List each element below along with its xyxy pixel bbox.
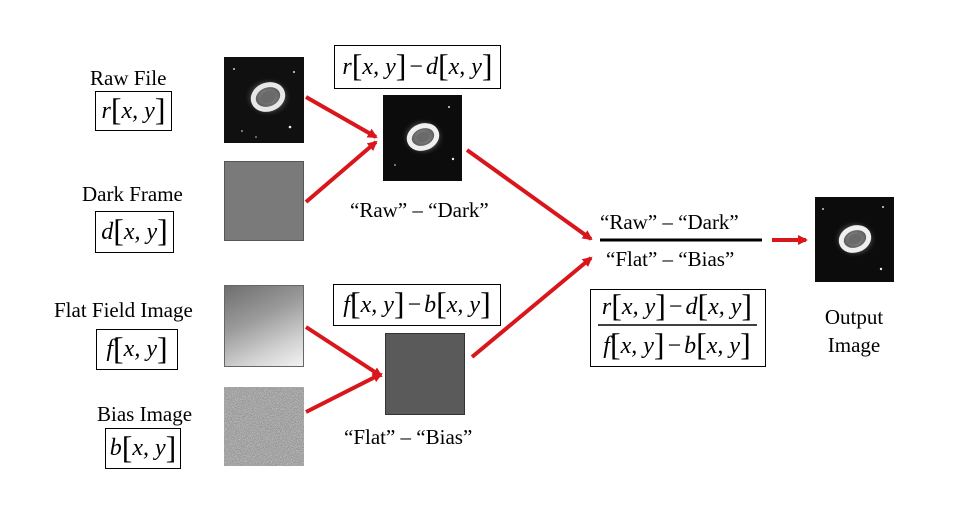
arrow-dark-to-diff [304,140,378,204]
raw-formula-box: r[x, y] [95,91,172,131]
ratio-numerator: “Raw” – “Dark” [600,210,739,234]
flat-field-label: Flat Field Image [54,298,193,322]
output-image-thumbnail [815,197,894,282]
bias-symbol: b [109,435,122,461]
flat-field-thumbnail [224,285,304,367]
dark-symbol: d [101,218,114,245]
output-label-line1: Output [824,305,884,329]
bias-image-label: Bias Image [97,402,193,426]
flat-minus-bias-thumbnail [385,333,465,415]
final-formula-denominator: f[x, y]−b[x, y] [603,326,751,362]
dark-coords: x, y [123,218,158,245]
flat-minus-bias-formula-box: f[x, y]−b[x, y] [333,284,501,326]
raw-image-thumbnail [224,57,304,143]
raw-symbol: r [101,97,111,124]
ring-nebula-image [815,197,894,282]
flat-formula-box: f[x, y] [96,329,178,370]
final-formula-box [590,289,766,367]
noise-pattern-image [224,387,304,466]
flat-minus-bias-caption: “Flat” – “Bias” [344,425,473,449]
arrow-bias-to-diff [305,372,383,414]
arrow-raw-to-diff [305,95,378,139]
ratio-denominator: “Flat” – “Bias” [606,247,735,271]
raw-minus-dark-thumbnail [383,95,462,181]
dark-formula-box: d[x, y] [95,211,174,253]
raw-minus-dark-caption: “Raw” – “Dark” [350,198,489,222]
ring-nebula-image [224,57,304,143]
raw-coords: x, y [121,97,155,124]
raw-minus-dark-formula-box: r[x, y]−d[x, y] [334,45,501,89]
final-formula-numerator: r[x, y]−d[x, y] [601,287,753,323]
bias-coords: x, y [132,435,166,461]
minus-sign: − [409,53,423,80]
arrow-denominator-to-ratio [470,256,593,359]
bias-formula-box: b[x, y] [105,428,181,469]
raw-file-label: Raw File [90,66,167,90]
dark-frame-label: Dark Frame [82,182,183,206]
arrow-numerator-to-ratio [465,148,593,241]
ring-nebula-image [383,95,462,181]
flat-coords: x, y [123,336,157,362]
arrow-flat-to-diff [304,325,383,378]
minus-sign: − [407,291,422,318]
bias-image-thumbnail [224,387,304,466]
output-label-line2: Image [827,333,881,357]
dark-frame-thumbnail [224,161,304,241]
flat-symbol: f [106,336,114,362]
